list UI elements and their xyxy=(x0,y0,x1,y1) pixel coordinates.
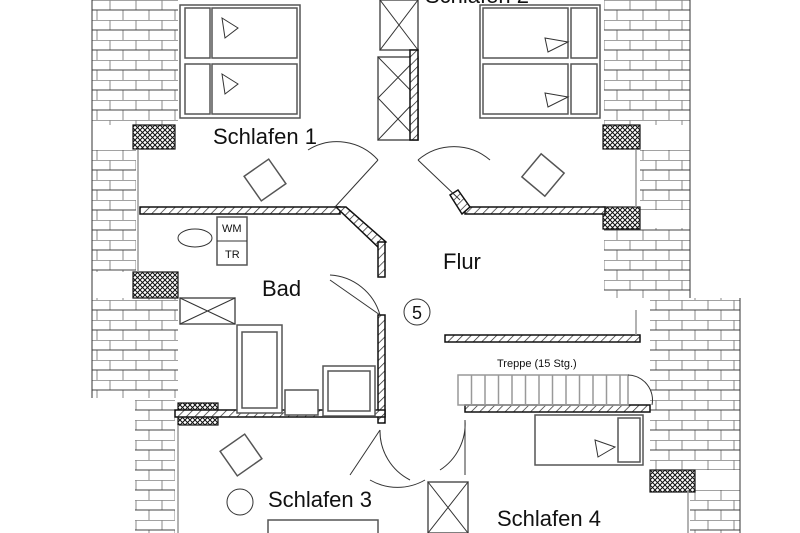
beds-schlafen-2 xyxy=(479,4,601,119)
room-number-marker: 5 xyxy=(403,298,431,326)
roof-tiles xyxy=(91,0,741,533)
chairs xyxy=(219,152,566,477)
room-label-flur: Flur xyxy=(443,249,481,274)
bad-fixtures xyxy=(177,216,376,417)
room-label-bad: Bad xyxy=(262,276,301,301)
room-label-schlafen-4: Schlafen 4 xyxy=(497,506,601,531)
doors xyxy=(307,141,491,488)
bed-schlafen-4 xyxy=(534,414,644,466)
room-label-schlafen-2: Schlafen 2 xyxy=(425,0,529,8)
furniture xyxy=(177,4,644,533)
beds-schlafen-1 xyxy=(179,4,301,119)
washer-label: WM xyxy=(222,223,242,235)
stairs-label: Treppe (15 Stg.) xyxy=(497,358,577,370)
dryer-label: TR xyxy=(225,249,240,261)
room-label-schlafen-1: Schlafen 1 xyxy=(213,124,317,149)
room-label-schlafen-3: Schlafen 3 xyxy=(268,487,372,512)
staircase[interactable] xyxy=(457,374,653,406)
room-number: 5 xyxy=(412,303,422,323)
